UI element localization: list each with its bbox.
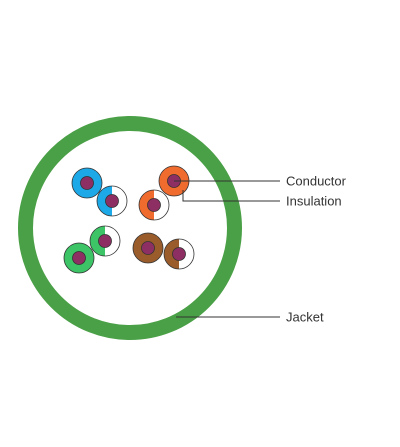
brown-white-conductor (172, 247, 186, 261)
brown-white-insulation-outline (163, 238, 195, 270)
green-wire-solid (63, 242, 95, 274)
orange-stripe (139, 190, 154, 220)
twisted-pairs (63, 165, 195, 274)
brown-white-wire-striped (163, 238, 195, 270)
blue-white-conductor (105, 194, 119, 208)
green-stripe (90, 226, 105, 256)
insulation-leader-line (182, 190, 280, 202)
green-white-wire-striped (89, 225, 121, 257)
jacket-label: Jacket (286, 310, 324, 325)
blue-white-wire-striped (96, 185, 128, 217)
green-white-insulation-outline (89, 225, 121, 257)
blue-conductor (80, 176, 94, 190)
jacket-ring (18, 116, 242, 340)
brown-conductor (141, 241, 155, 255)
insulation-label: Insulation (286, 194, 342, 209)
green-white-conductor (98, 234, 112, 248)
brown-wire-solid (132, 232, 164, 264)
brown-stripe (164, 239, 179, 269)
conductor-label: Conductor (286, 174, 347, 189)
green-conductor (72, 251, 86, 265)
orange-white-conductor (147, 198, 161, 212)
blue-white-insulation-outline (96, 185, 128, 217)
blue-wire-solid (71, 167, 103, 199)
callout-lines (174, 180, 280, 318)
blue-stripe (97, 186, 112, 216)
orange-white-wire-striped (138, 189, 170, 221)
orange-white-insulation-outline (138, 189, 170, 221)
